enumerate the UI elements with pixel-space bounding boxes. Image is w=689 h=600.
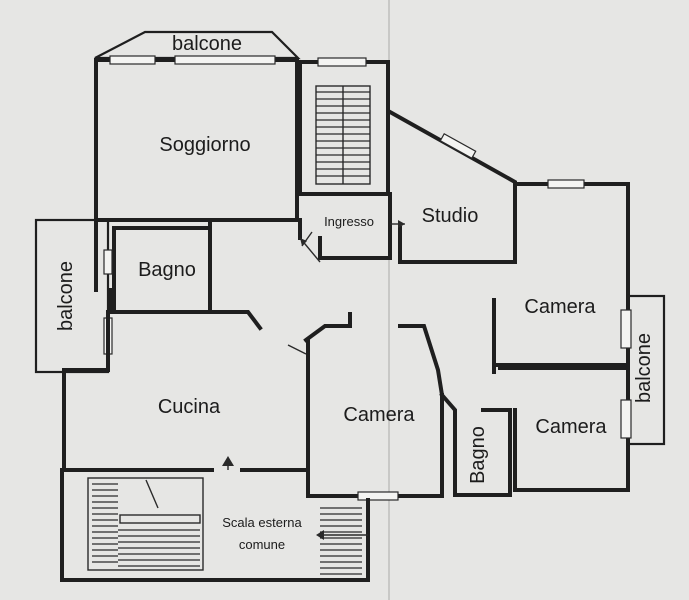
stair-steps-right [320,507,362,575]
label-bagno-right: Bagno [467,426,489,484]
label-scala-line2: comune [239,537,285,552]
label-studio: Studio [422,205,479,227]
scala-entry-arrowhead [316,530,324,540]
scala-stair-arrow [145,479,159,509]
bagno-left-box [112,226,212,314]
studio-walls [387,109,517,264]
window-balcone-right-2 [620,399,632,439]
label-camera-center: Camera [343,404,415,426]
window-soggiorno-1 [109,55,156,65]
label-ingresso: Ingresso [324,214,374,229]
label-cucina: Cucina [158,396,221,418]
bagno-right-walls [439,392,512,497]
window-camera-top [547,179,585,189]
camera-center-walls [303,312,445,498]
window-bagno-left [103,249,113,275]
label-camera-right-top: Camera [524,296,596,318]
ingresso-walls [298,192,392,260]
label-balcone-left: balcone [55,261,77,331]
scala-landing [119,514,201,524]
studio-door-arrowhead [398,220,405,228]
right-block-walls [513,182,630,492]
stair-steps-bottom [92,483,200,567]
label-balcone-top: balcone [172,33,242,55]
label-balcone-right: balcone [633,333,655,403]
label-camera-right-bottom: Camera [535,416,607,438]
entry-arrowhead [300,238,307,246]
window-camera-center [357,491,399,501]
window-stair [317,57,367,67]
door-camera-center [287,344,307,355]
camera-top-walls [492,298,630,374]
cucina-walls [62,310,307,472]
label-bagno-left: Bagno [138,259,196,281]
cucina-door-arrowhead [222,456,234,466]
window-soggiorno-2 [174,55,276,65]
window-studio [439,132,477,160]
balcone-right-outline [626,294,666,446]
scala-stair-box [87,477,204,571]
label-scala-line1: Scala esterna [222,515,302,530]
scala-walls [60,468,370,582]
stair-core-walls [298,60,390,196]
label-soggiorno: Soggiorno [159,134,250,156]
window-balcone-right-1 [620,309,632,349]
stair-steps-top [316,91,370,177]
